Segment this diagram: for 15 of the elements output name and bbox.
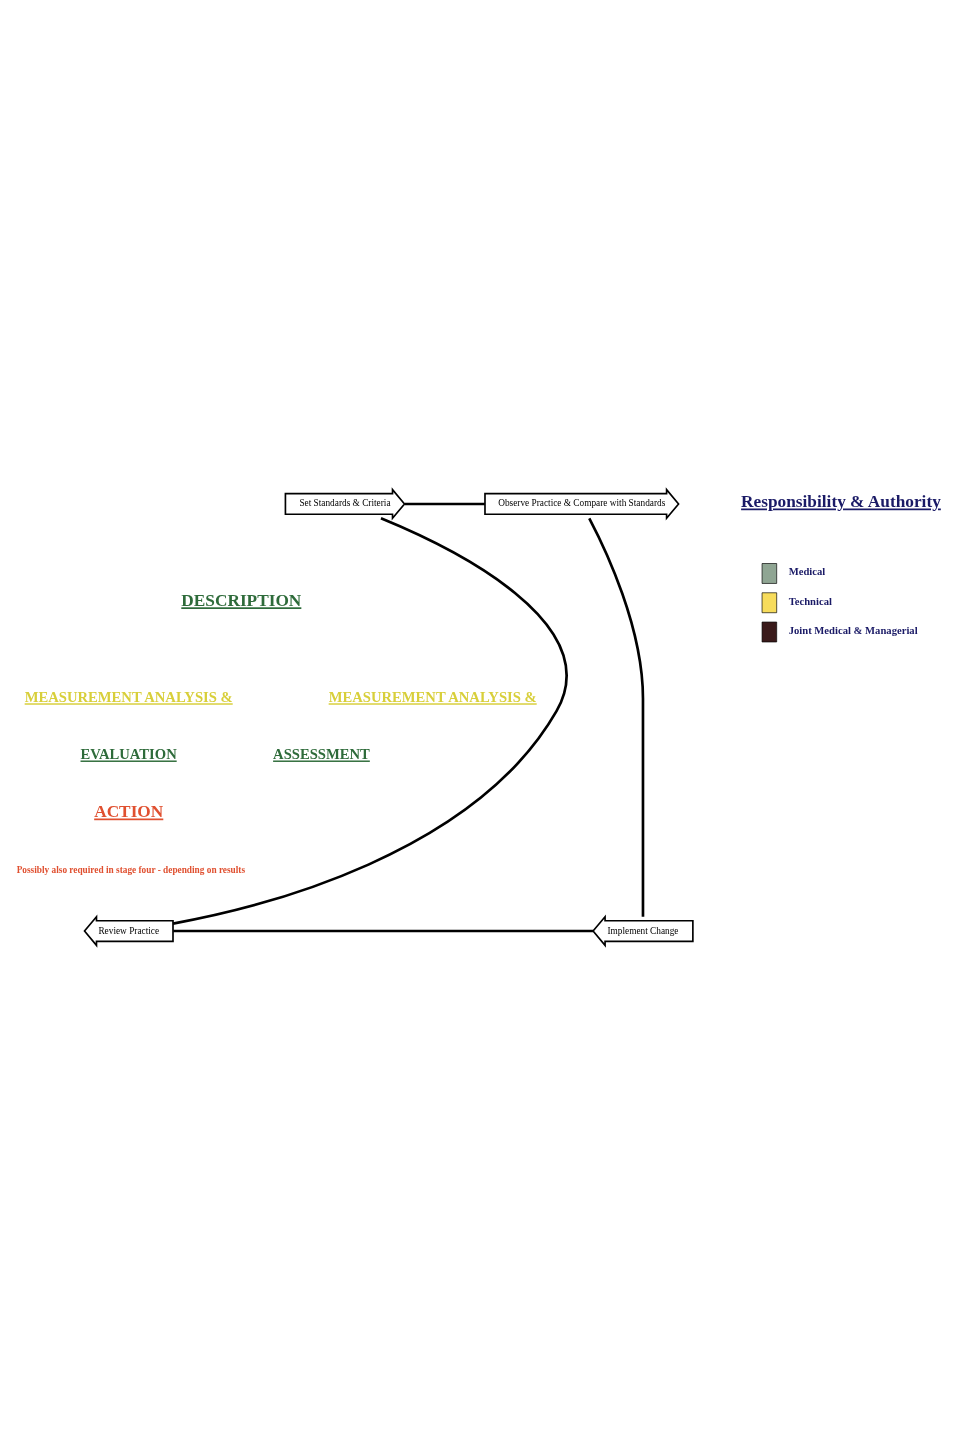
legend-label: Medical xyxy=(788,565,826,577)
label: Possibly also required in stage four - depending on results xyxy=(16,864,246,875)
label: DESCRIPTION xyxy=(181,590,302,610)
connector xyxy=(404,502,485,505)
label: MEASUREMENT ANALYSIS & xyxy=(328,688,537,705)
label: MEASUREMENT ANALYSIS & xyxy=(24,688,233,705)
label: EVALUATION xyxy=(80,745,177,762)
label: ACTION xyxy=(94,801,164,821)
connector xyxy=(588,517,645,917)
label: Responsibility & Authority xyxy=(741,491,941,511)
legend-label: Joint Medical & Managerial xyxy=(788,624,918,636)
connector xyxy=(173,929,593,932)
label: ASSESSMENT xyxy=(273,745,370,762)
legend-label: Technical xyxy=(788,595,832,607)
connector xyxy=(172,516,568,925)
